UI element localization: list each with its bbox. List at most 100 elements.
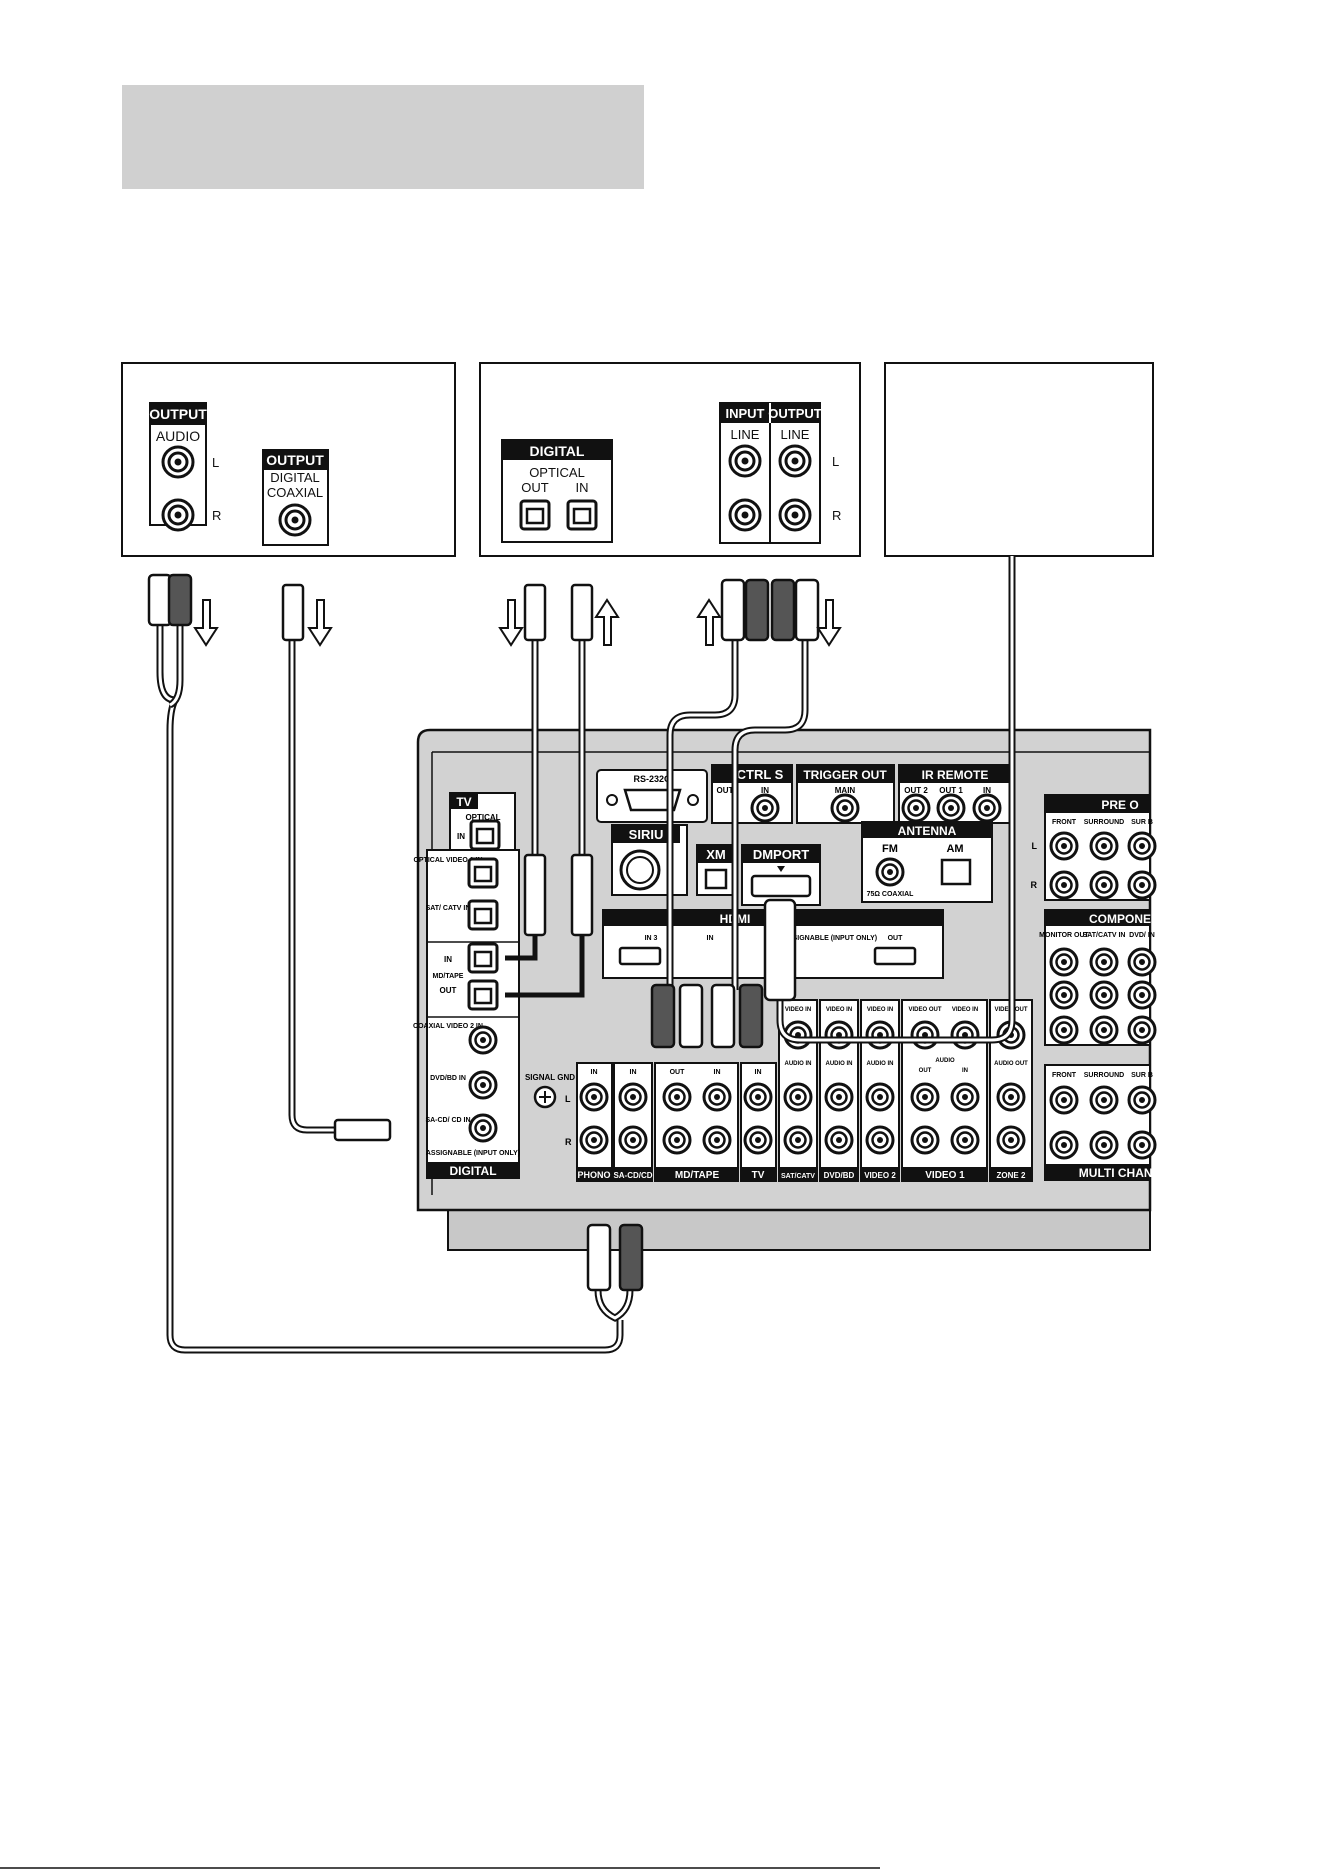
comp-sat-y-jack[interactable] (1089, 947, 1119, 977)
sacd-r-plug (618, 1223, 644, 1292)
pre-surround-l-jack[interactable] (1089, 831, 1119, 861)
video2-audio-r-jack[interactable] (865, 1125, 895, 1155)
pre-surb-l-jack[interactable] (1127, 831, 1157, 861)
md-in-l-plug (720, 578, 746, 642)
dvd-audio-r-jack[interactable] (824, 1125, 854, 1155)
ctrl-s-in-jack[interactable] (750, 793, 780, 823)
hdmi-in-label: IN (707, 935, 714, 942)
comp-monitor-pb-jack[interactable] (1049, 980, 1079, 1010)
sat-catv-optical-port[interactable] (467, 899, 499, 931)
ir-out2-jack[interactable] (901, 793, 931, 823)
multi-surround-r-jack[interactable] (1089, 1130, 1119, 1160)
cd-audio-r-jack[interactable] (161, 498, 195, 532)
xm-port[interactable] (704, 868, 728, 890)
comp-dvd-pb-jack[interactable] (1127, 980, 1157, 1010)
tv-optical-port[interactable] (469, 819, 501, 851)
md-line-in-l-jack[interactable] (728, 444, 762, 478)
trigger-main-jack[interactable] (830, 793, 860, 823)
coaxial-video2-jack[interactable] (468, 1025, 498, 1055)
dvd-bd-coaxial-jack[interactable] (468, 1070, 498, 1100)
optical-out-plug-top (523, 583, 547, 642)
multi-surround-l-jack[interactable] (1089, 1085, 1119, 1115)
video2-video-jack[interactable] (865, 1020, 895, 1050)
mdtape-in-label: IN (714, 1069, 721, 1076)
analog-inputs: IN PHONO IN SA-CD/CD OUT IN MD/TAPE IN (576, 999, 1033, 1182)
tv-audio-r-jack[interactable] (743, 1125, 773, 1155)
video1-video-out-jack[interactable] (910, 1020, 940, 1050)
comp-dvd-y-jack[interactable] (1127, 947, 1157, 977)
pre-surb-r-jack[interactable] (1127, 870, 1157, 900)
zone2-audio-r-jack[interactable] (996, 1125, 1026, 1155)
video1-video-in-jack[interactable] (950, 1020, 980, 1050)
sat-audio-l-jack[interactable] (783, 1082, 813, 1112)
dvd-video-jack[interactable] (824, 1020, 854, 1050)
dvd-audio-in-label: AUDIO IN (826, 1061, 853, 1067)
sacd-r-jack[interactable] (618, 1125, 648, 1155)
md-tape-optical-out-port[interactable] (467, 979, 499, 1011)
sacd-l-jack[interactable] (618, 1082, 648, 1112)
multi-front-r-jack[interactable] (1049, 1130, 1079, 1160)
dmport-port[interactable] (750, 874, 812, 898)
tv-audio-l-jack[interactable] (743, 1082, 773, 1112)
phono-l-jack[interactable] (579, 1082, 609, 1112)
md-opt-in-label: IN (576, 480, 589, 495)
tv-audio-tab: TV (752, 1170, 765, 1181)
md-tape-optical-in-port[interactable] (467, 942, 499, 974)
ir-out1-jack[interactable] (936, 793, 966, 823)
sacd-coaxial-jack[interactable] (468, 1113, 498, 1143)
pre-surb-label: SUR B (1131, 819, 1153, 826)
md-line-in-r-jack[interactable] (728, 498, 762, 532)
phono-r-jack[interactable] (579, 1125, 609, 1155)
dvd-audio-l-jack[interactable] (824, 1082, 854, 1112)
video2-audio-l-jack[interactable] (865, 1082, 895, 1112)
comp-sat-pb-jack[interactable] (1089, 980, 1119, 1010)
multi-surb-r-jack[interactable] (1127, 1130, 1157, 1160)
md-line-out-l-jack[interactable] (778, 444, 812, 478)
pre-front-l-jack[interactable] (1049, 831, 1079, 861)
md-optical-out-port[interactable] (519, 499, 551, 531)
signal-direction-arrows (193, 598, 842, 647)
xm-tab: XM (706, 847, 726, 862)
mdtape-out-r-jack[interactable] (662, 1125, 692, 1155)
pre-front-r-jack[interactable] (1049, 870, 1079, 900)
signal-gnd-label: SIGNAL GND (525, 1073, 575, 1082)
multi-surb-l-jack[interactable] (1127, 1085, 1157, 1115)
cd-coaxial-jack[interactable] (278, 503, 312, 537)
comp-dvd-pr-jack[interactable] (1127, 1015, 1157, 1045)
video1-tab: VIDEO 1 (925, 1170, 965, 1181)
hdmi-out-port[interactable] (873, 946, 917, 966)
cd-player: OUTPUT AUDIO L R OUTPUT DIGITAL COAXIAL (121, 362, 456, 557)
am-antenna-terminal[interactable] (940, 858, 972, 886)
arrow-down-icon (193, 599, 219, 647)
hdmi-out-label: OUT (888, 935, 904, 942)
md-optical-in-port[interactable] (566, 499, 598, 531)
optical-video1-label: OPTICAL VIDEO 1 IN (413, 857, 482, 864)
video1-audio-in-l-jack[interactable] (950, 1082, 980, 1112)
comp-monitor-y-jack[interactable] (1049, 947, 1079, 977)
md-line-out-r-jack[interactable] (778, 498, 812, 532)
multi-front-label: FRONT (1052, 1072, 1077, 1079)
video2-video-in-label: VIDEO IN (867, 1007, 893, 1013)
video1-audio-in-r-jack[interactable] (950, 1125, 980, 1155)
video1-video-in-label: VIDEO IN (952, 1007, 978, 1013)
video1-audio-out-r-jack[interactable] (910, 1125, 940, 1155)
ir-in-jack[interactable] (972, 793, 1002, 823)
fm-antenna-jack[interactable] (875, 857, 905, 887)
comp-monitor-pr-jack[interactable] (1049, 1015, 1079, 1045)
video1-audio-in-label: IN (962, 1068, 968, 1074)
multi-front-l-jack[interactable] (1049, 1085, 1079, 1115)
cd-audio-l-jack[interactable] (161, 445, 195, 479)
mdtape-in-l-jack[interactable] (702, 1082, 732, 1112)
comp-sat-pr-jack[interactable] (1089, 1015, 1119, 1045)
video1-audio-out-l-jack[interactable] (910, 1082, 940, 1112)
mdtape-in-r-jack[interactable] (702, 1125, 732, 1155)
rs232c-port[interactable] (623, 788, 682, 812)
pre-surround-r-jack[interactable] (1089, 870, 1119, 900)
hdmi-in3-port[interactable] (618, 946, 662, 966)
md-optical-label: OPTICAL (529, 465, 585, 480)
mdtape-out-l-jack[interactable] (662, 1082, 692, 1112)
optical-video1-port[interactable] (467, 857, 499, 889)
zone2-audio-l-jack[interactable] (996, 1082, 1026, 1112)
zone2-audio-out-label: AUDIO OUT (994, 1061, 1028, 1067)
sat-audio-r-jack[interactable] (783, 1125, 813, 1155)
